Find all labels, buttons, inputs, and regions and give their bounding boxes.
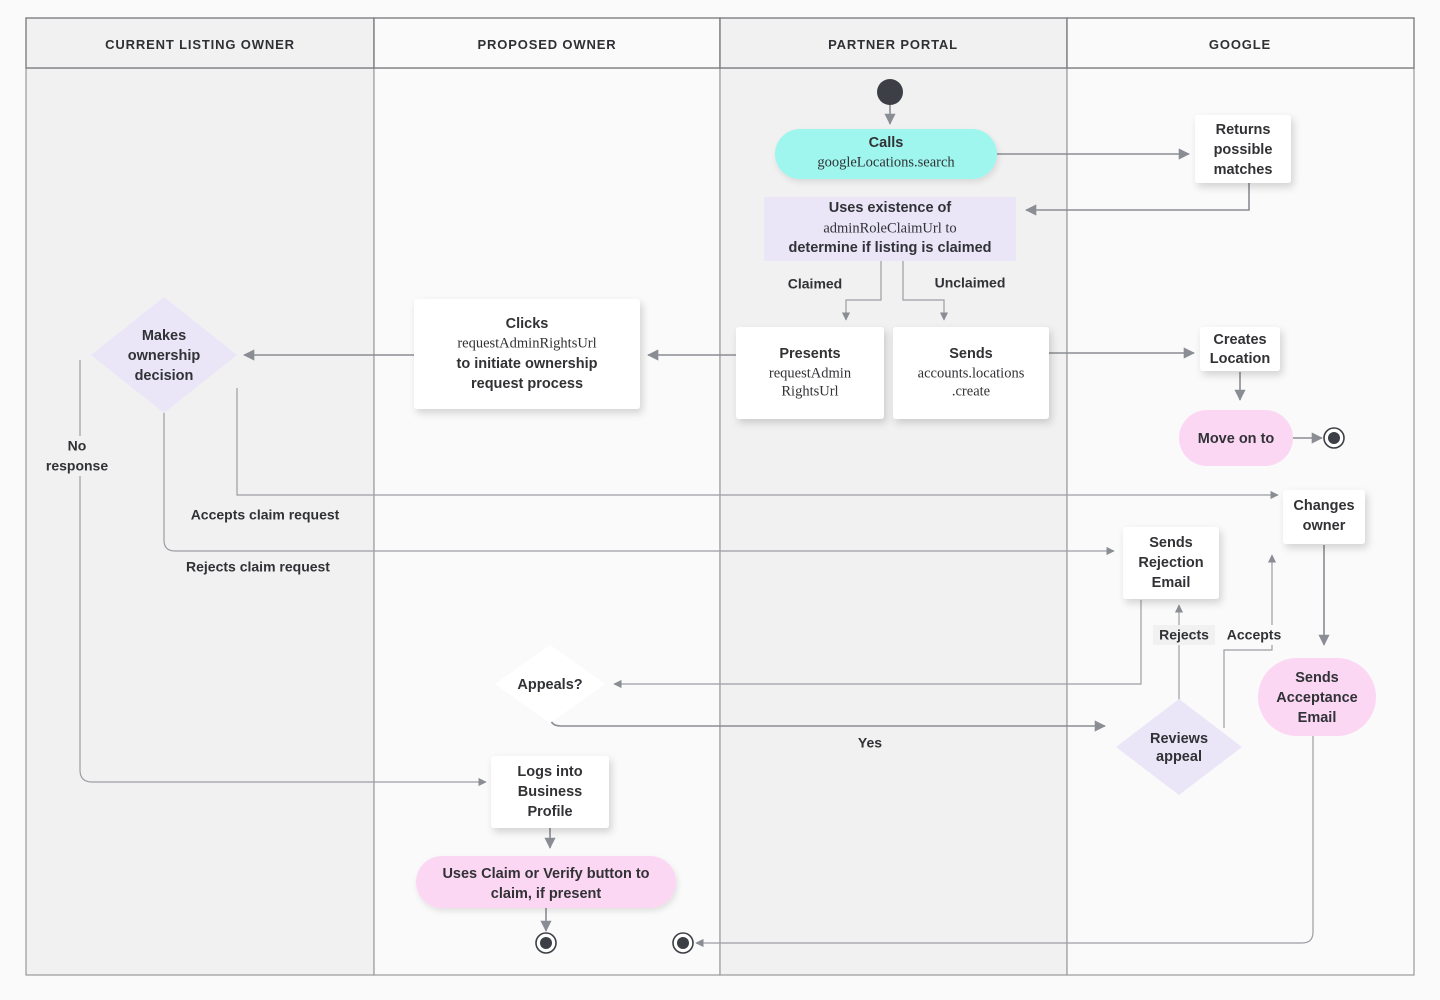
node-line: Reviews [1150,731,1208,747]
edge-label-claimed: Claimed [779,274,851,294]
lane-header-current-listing-owner [25,17,375,69]
lane-title-google: GOOGLE [1209,37,1271,52]
lane-title-proposed-owner: PROPOSED OWNER [477,37,616,52]
node-line: Uses existence of [829,200,952,216]
edge-label-text: Rejects [1159,627,1209,643]
edge-label-text: Yes [858,735,882,751]
node-line: .create [952,383,990,399]
uses-claim-or-verify-button[interactable]: Uses Claim or Verify button to claim, if… [416,856,676,908]
node-line: requestAdmin [769,365,852,381]
edge-sends-rejection-to-appeals [613,600,1142,689]
node-line: adminRoleClaimUrl to [823,220,956,236]
changes-owner[interactable]: Changes owner [1283,490,1365,544]
sends-acceptance-email[interactable]: Sends Acceptance Email [1258,658,1376,736]
edge-returns-matches-to-uses-existence [1025,183,1250,216]
node-line: Clicks [506,316,549,332]
edge-uses-existence-split-right [902,261,949,321]
creates-location[interactable]: Creates Location [1200,327,1280,371]
edge-label-text: Rejects claim request [186,559,330,575]
node-line: googleLocations.search [817,154,955,170]
lane-title-partner-portal: PARTNER PORTAL [828,37,958,52]
node-line: accounts.locations [918,365,1025,381]
clicks-request-admin-rights-url[interactable]: Clicks requestAdminRightsUrl to initiate… [414,299,640,409]
node-line: Sends [1295,670,1339,686]
node-line: owner [1303,518,1346,534]
edge-label-rejects-claim-request: Rejects claim request [172,557,344,577]
node-line: Move on to [1198,431,1275,447]
edge-label-text: Accepts claim request [191,507,340,523]
node-line: Acceptance [1276,690,1357,706]
sends-rejection-email[interactable]: Sends Rejection Email [1123,527,1219,599]
reviews-appeal[interactable]: Reviews appeal [1116,699,1242,795]
edge-label-text-line1: No [68,438,87,454]
node-line: RightsUrl [781,383,838,399]
node-line: Logs into [517,764,582,780]
edge-label-no-response: No response [36,436,118,476]
edge-ownership-decision-no-response [79,360,487,787]
calls-google-locations-search[interactable]: Calls googleLocations.search [775,129,997,179]
edge-ownership-decision-rejects [163,413,1115,556]
logs-into-business-profile[interactable]: Logs into Business Profile [491,756,609,828]
edge-uses-existence-split-left [841,261,882,321]
node-line: Calls [869,135,904,151]
edge-label-text: Claimed [788,276,842,292]
node-line: Email [1152,575,1191,591]
node-line: to initiate ownership [457,356,598,372]
node-line: Sends [1149,535,1193,551]
nodes: Calls googleLocations.search Returns pos… [91,79,1376,954]
node-line: Returns [1216,122,1271,138]
edge-label-text: Unclaimed [935,275,1006,291]
lane-header-proposed-owner [373,17,721,69]
edge-reviews-appeal-accepts [1223,554,1277,728]
end-node-proposed-owner [535,932,557,954]
node-line: determine if listing is claimed [788,240,991,256]
node-line: requestAdminRightsUrl [457,335,596,351]
lane-body-proposed-owner [373,67,721,976]
edge-label-yes: Yes [851,733,889,755]
lane-title-current-listing-owner: CURRENT LISTING OWNER [105,37,295,52]
node-line: Creates [1213,332,1266,348]
node-line: Business [518,784,582,800]
end-node-partner-portal [672,932,694,954]
node-line: matches [1214,162,1273,178]
node-line: request process [471,376,583,392]
node-line: Appeals? [517,677,582,693]
node-line: appeal [1156,749,1202,765]
node-line: Location [1210,351,1270,367]
edge-label-accepts: Accepts [1220,625,1286,645]
uses-existence-of-admin-role-claim-url[interactable]: Uses existence of adminRoleClaimUrl to d… [764,197,1016,261]
edge-label-text: Accepts [1227,627,1282,643]
start-node [877,79,903,105]
edge-label-text-line2: response [46,458,108,474]
node-line: ownership [128,348,201,364]
edge-label-rejects: Rejects [1153,625,1215,645]
node-line: Sends [949,346,993,362]
node-line: claim, if present [491,886,602,902]
presents-request-admin-rights-url[interactable]: Presents requestAdmin RightsUrl [736,327,884,419]
node-line: Uses Claim or Verify button to [442,866,649,882]
edge-label-accepts-claim-request: Accepts claim request [177,505,353,525]
move-on-to[interactable]: Move on to [1179,410,1293,466]
end-node-google [1323,427,1345,449]
lane-header-google [1066,17,1415,69]
lane-header-partner-portal [719,17,1068,69]
node-line: Rejection [1138,555,1203,571]
edge-label-unclaimed: Unclaimed [925,273,1015,293]
sends-accounts-locations-create[interactable]: Sends accounts.locations .create [893,327,1049,419]
node-line: Makes [142,328,186,344]
edge-labels: Claimed Unclaimed No response Accepts cl… [36,273,1286,755]
node-line: Email [1298,710,1337,726]
node-line: possible [1214,142,1273,158]
node-line: Presents [779,346,840,362]
node-line: Profile [527,804,572,820]
edge-ownership-decision-accepts [236,388,1279,500]
appeals-decision[interactable]: Appeals? [495,645,605,723]
lanes: CURRENT LISTING OWNER PROPOSED OWNER PAR… [25,17,1415,976]
makes-ownership-decision[interactable]: Makes ownership decision [91,297,237,413]
node-line: Changes [1293,498,1354,514]
node-line: decision [135,368,194,384]
edge-sends-acceptance-to-end-portal [695,736,1314,948]
returns-possible-matches[interactable]: Returns possible matches [1195,115,1291,183]
